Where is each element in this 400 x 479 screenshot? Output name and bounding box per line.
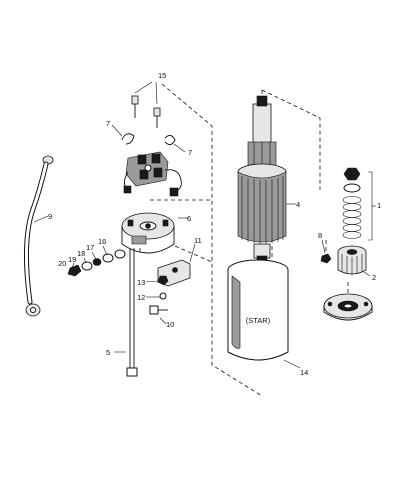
- callout-4: 4: [296, 200, 300, 209]
- callout-16: 16: [98, 237, 106, 246]
- callout-8: 8: [318, 231, 322, 240]
- callout-10: 10: [166, 320, 174, 329]
- callout-7-upper: 7: [106, 119, 110, 128]
- brush-holder-screws: [131, 81, 161, 128]
- brush-springs: [111, 124, 186, 153]
- callout-19: 19: [68, 255, 76, 264]
- callout-5: 5: [106, 348, 110, 357]
- callout-17: 17: [86, 243, 94, 252]
- callout-20: 20: [58, 259, 66, 268]
- callout-14: 14: [300, 368, 308, 377]
- callout-18: 18: [77, 249, 85, 258]
- field-housing: (STAR): [227, 259, 301, 369]
- drive-end-cap: [323, 293, 373, 321]
- bracket-hardware: [145, 275, 169, 325]
- callout-11: 11: [194, 236, 202, 245]
- drive-spring: [342, 196, 362, 239]
- armature-laminations: [241, 176, 284, 244]
- pinion-gear: [337, 245, 371, 277]
- callout-13: 13: [137, 278, 145, 287]
- housing-label: (STAR): [246, 316, 271, 325]
- callout-2: 2: [372, 273, 376, 282]
- callout-numbers: 15 7 7 6 9 11 16 17 18 19 20 13 12 10 5 …: [48, 71, 381, 377]
- stop-nut: [320, 239, 332, 264]
- brush-leads: [123, 169, 182, 197]
- drive-assembly: [342, 167, 376, 241]
- armature: [237, 95, 296, 265]
- terminal-hardware: [67, 245, 126, 277]
- callout-12: 12: [137, 293, 145, 302]
- through-bolts: [114, 248, 138, 377]
- assembly-guide-lines: [139, 83, 349, 397]
- callout-7-lower: 7: [188, 148, 192, 157]
- callout-15: 15: [158, 71, 166, 80]
- commutator-end-cap: [121, 212, 188, 254]
- callout-6: 6: [187, 214, 191, 223]
- callout-1: 1: [377, 201, 381, 210]
- ground-cable: [23, 155, 54, 317]
- brush-holder-plate: [125, 151, 169, 187]
- callout-9: 9: [48, 212, 52, 221]
